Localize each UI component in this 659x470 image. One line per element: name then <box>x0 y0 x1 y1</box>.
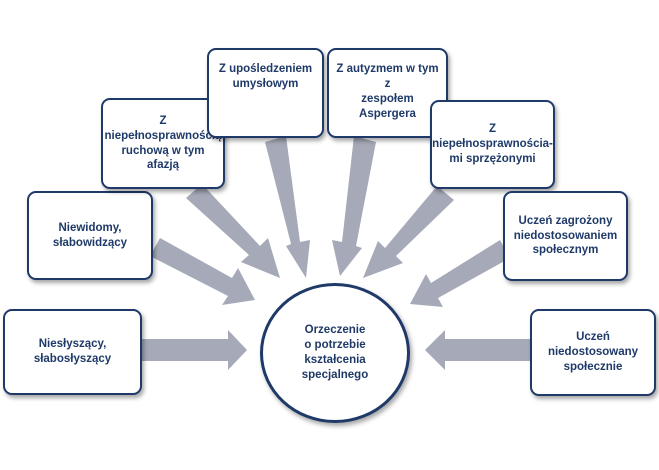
node-nieslyszacy: Niesłyszący, słabosłyszący <box>3 309 142 395</box>
arrow-niewidomy <box>150 238 255 305</box>
node-autyzm-label: Z autyzmem w tym z zespołem Aspergera <box>336 63 439 120</box>
arrow-niedostosowany <box>425 330 530 370</box>
node-zagrozony-label: Uczeń zagrożony niedostosowaniem społecz… <box>513 214 618 257</box>
node-niewidomy-label: Niewidomy, słabowidzący <box>52 221 128 249</box>
arrow-zagrozony <box>410 240 510 307</box>
center-node: Orzeczenie o potrzebie kształcenia specj… <box>260 283 410 423</box>
node-umyslowe-label: Z upośledzeniem umysłowym <box>218 63 313 90</box>
node-sprzezone-label: Z niepełnosprawnościa- mi sprzężonymi <box>432 123 553 165</box>
node-autyzm: Z autyzmem w tym z zespołem Aspergera <box>327 48 448 138</box>
arrow-sprzezone <box>363 186 454 278</box>
node-sprzezone: Z niepełnosprawnościa- mi sprzężonymi <box>430 100 555 189</box>
arrow-umyslowe <box>265 136 310 278</box>
node-zagrozony: Uczeń zagrożony niedostosowaniem społecz… <box>503 191 628 281</box>
node-nieslyszacy-label: Niesłyszący, słabosłyszący <box>33 338 112 365</box>
node-niewidomy: Niewidomy, słabowidzący <box>27 191 153 280</box>
arrow-nieslyszacy <box>142 330 247 370</box>
node-niedostosowany-label: Uczeń niedostosowany społecznie <box>547 331 639 373</box>
arrow-ruchowa <box>186 184 280 278</box>
node-ruchowa-label: Z niepełnosprawnością ruchową w tym afaz… <box>104 114 222 172</box>
arrow-autyzm <box>332 136 376 276</box>
node-niedostosowany: Uczeń niedostosowany społecznie <box>530 309 656 396</box>
center-node-label: Orzeczenie o potrzebie kształcenia specj… <box>301 324 369 381</box>
node-umyslowe: Z upośledzeniem umysłowym <box>207 48 324 138</box>
node-ruchowa: Z niepełnosprawnością ruchową w tym afaz… <box>101 98 225 189</box>
